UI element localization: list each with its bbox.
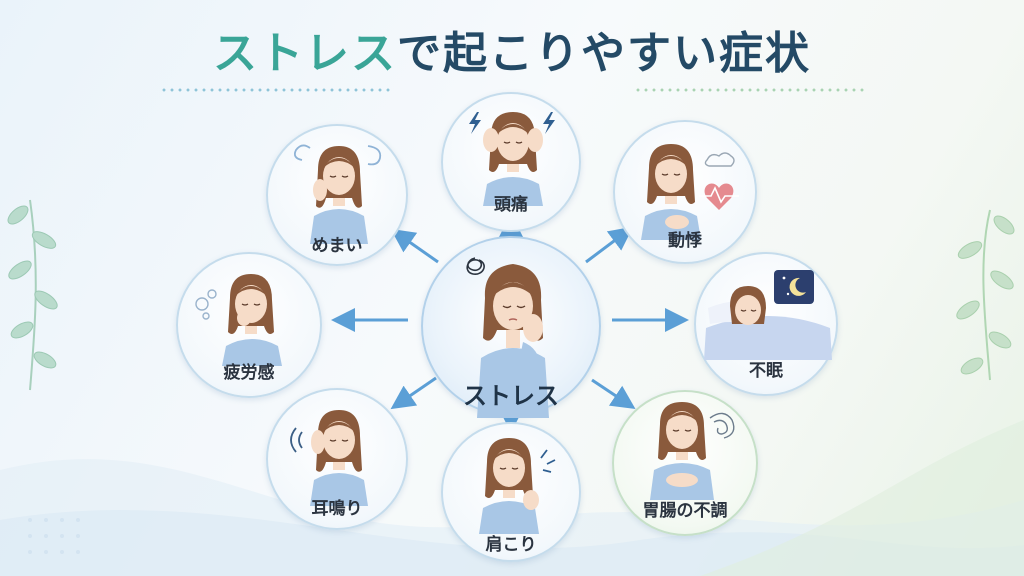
symptom-bubble-stiff-shoulder: 肩こり: [441, 422, 581, 562]
symptom-label-stomach: 胃腸の不調: [642, 501, 728, 521]
lightning-icon: [469, 112, 555, 134]
center-bubble-stress: ストレス: [421, 236, 601, 418]
symptom-label-tinnitus: 耳鳴り: [311, 499, 363, 519]
symptom-label-fatigue: 疲労感: [223, 363, 275, 383]
center-label: ストレス: [463, 382, 559, 410]
moon-stars-icon: [774, 270, 814, 304]
symptom-label-dizziness: めまい: [311, 236, 363, 256]
heartbeat-icon: [699, 183, 739, 210]
leaf-branch-left-icon: [7, 199, 58, 391]
stress-scribble-icon: [466, 257, 485, 275]
symptom-bubble-palpitation: 動悸: [613, 120, 757, 264]
symptom-label-palpitation: 動悸: [668, 231, 702, 251]
symptom-label-stiff-shoulder: 肩こり: [485, 535, 537, 555]
stomach-swirl-icon: [709, 412, 735, 439]
title-dots-left: [160, 88, 390, 92]
sigh-cloud-icon: [704, 152, 735, 167]
symptom-bubble-stomach: 胃腸の不調: [612, 390, 758, 536]
symptom-bubble-fatigue: 疲労感: [176, 252, 322, 398]
sound-wave-icon: [290, 427, 303, 453]
leaf-branch-right-icon: [956, 209, 1015, 381]
symptom-label-headache: 頭痛: [494, 195, 528, 215]
pain-spark-icon: [540, 449, 556, 473]
stressed-woman-illustration: [466, 257, 549, 418]
headache-woman-illustration: [469, 112, 555, 206]
dizzy-woman-illustration: [293, 144, 382, 244]
symptom-label-insomnia: 不眠: [749, 361, 783, 381]
palpitation-woman-illustration: [641, 144, 739, 240]
dot-grid-decoration: [28, 518, 80, 554]
fatigue-woman-illustration: [195, 274, 282, 366]
stiff-shoulder-woman-illustration: [479, 438, 556, 534]
insomnia-woman-illustration: [704, 270, 832, 360]
symptom-bubble-headache: 頭痛: [441, 92, 581, 232]
stomach-woman-illustration: [650, 402, 735, 500]
dizzy-swirl-icon: [293, 144, 382, 166]
title-accent: ストレス: [213, 28, 397, 79]
symptom-bubble-tinnitus: 耳鳴り: [266, 388, 408, 530]
tinnitus-woman-illustration: [290, 410, 368, 506]
page-title: ストレスで起こりやすい症状: [0, 24, 1024, 84]
title-rest: で起こりやすい症状: [397, 28, 811, 79]
symptom-bubble-insomnia: 不眠: [694, 252, 838, 396]
symptom-bubble-dizziness: めまい: [266, 124, 408, 266]
sigh-bubble-icon: [195, 289, 217, 320]
title-dots-right: [634, 88, 864, 92]
